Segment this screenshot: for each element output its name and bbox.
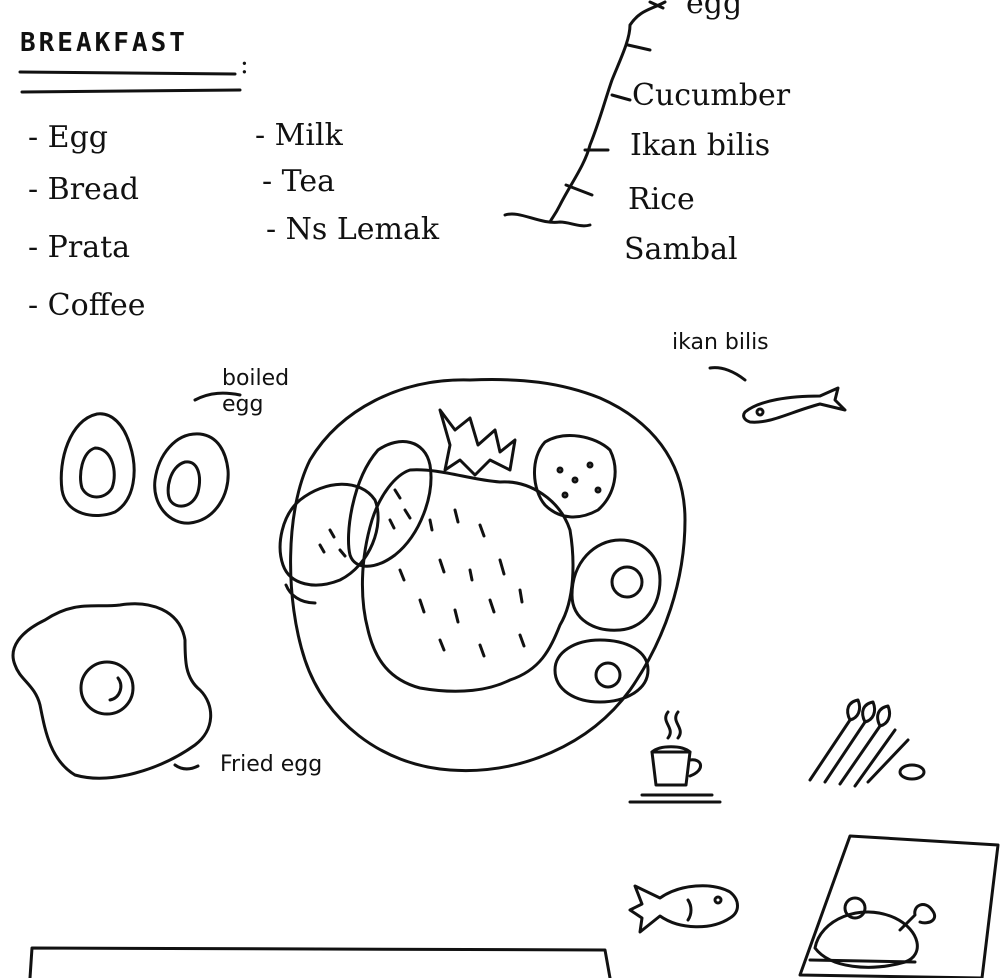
anchovy-icon <box>708 366 847 424</box>
tree-item-ikan-bilis: Ikan bilis <box>630 128 771 163</box>
list-item-tea: - Tea <box>262 164 335 199</box>
title-underline <box>18 70 242 94</box>
label-fried-egg: Fried egg <box>220 752 323 777</box>
list-item-nasi-lemak: - Ns Lemak <box>266 212 440 247</box>
heading: BREAKFAST <box>20 28 188 58</box>
label-boiled-egg: boiled egg <box>222 366 290 417</box>
boiled-egg-icon-2 <box>153 432 230 525</box>
branch-twigs <box>503 0 665 228</box>
roast-chicken-icon <box>798 834 1000 978</box>
fried-egg-icon <box>11 602 213 780</box>
heading-colon: : <box>240 50 249 80</box>
bottom-box <box>28 946 612 978</box>
list-item-milk: - Milk <box>255 118 343 153</box>
tree-item-cucumber: Cucumber <box>632 78 791 113</box>
list-item-egg: - Egg <box>28 120 108 155</box>
list-item-prata: - Prata <box>28 230 131 265</box>
nasi-lemak-plate-icon <box>278 378 687 773</box>
list-item-bread: - Bread <box>28 172 139 207</box>
label-ikan-bilis: ikan bilis <box>672 330 769 355</box>
rice-stalks-icon <box>808 698 926 788</box>
coffee-cup-icon <box>628 710 722 804</box>
tree-item-sambal: Sambal <box>624 232 738 267</box>
tree-item-egg: egg <box>686 0 743 21</box>
branch-stem <box>548 0 667 224</box>
tree-item-rice: Rice <box>628 182 695 217</box>
fish-icon <box>628 884 739 934</box>
boiled-egg-icon <box>59 412 136 517</box>
list-item-coffee: - Coffee <box>28 288 146 323</box>
